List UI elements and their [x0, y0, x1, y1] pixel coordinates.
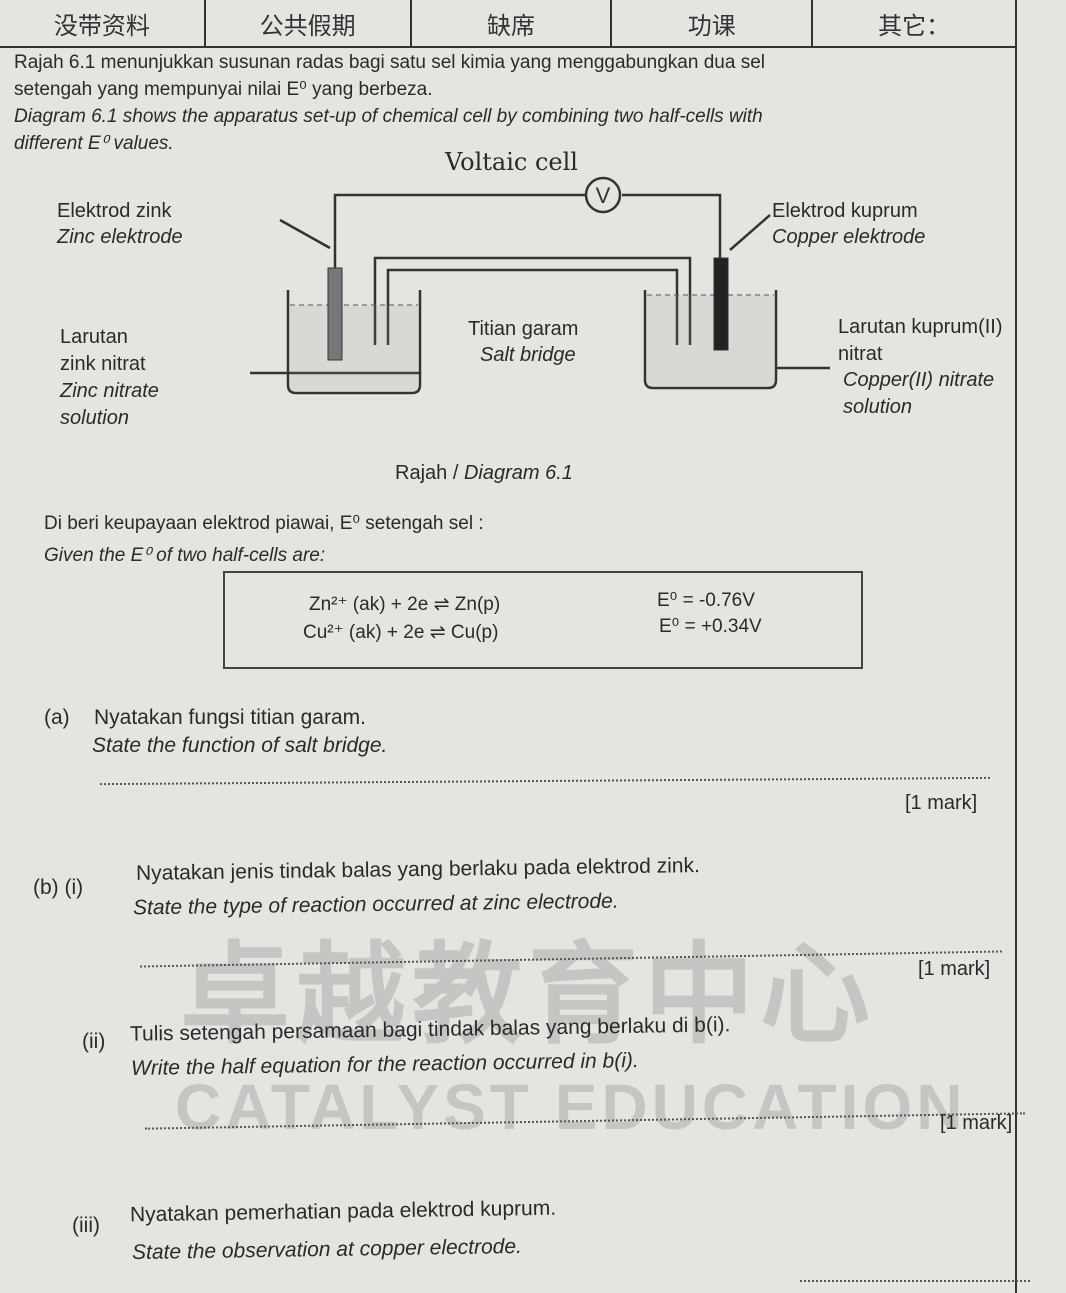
copper-solution-label-en-1: Copper(II) nitrate: [843, 369, 995, 391]
header-cell: 其它：: [878, 11, 951, 40]
beaker-right: [643, 290, 778, 390]
question-b-iii-label: (iii): [72, 1214, 100, 1237]
voltaic-cell-diagram: V: [250, 176, 830, 395]
question-a-mark: [1 mark]: [905, 792, 978, 814]
question-a-label: (a): [44, 706, 70, 729]
question-b-ii-label: (ii): [82, 1030, 106, 1053]
watermark-english: CATALYST EDUCATION: [175, 1071, 967, 1143]
salt-bridge-label-en: Salt bridge: [480, 344, 576, 366]
equation-zinc: Zn²⁺ (ak) + 2e ⇌ Zn(p): [309, 594, 501, 615]
zinc-solution-label-ms-2: zink nitrat: [60, 353, 146, 375]
potential-copper: E⁰ = +0.34V: [659, 616, 762, 637]
watermark-chinese: 卓越教育中心: [180, 934, 876, 1057]
salt-bridge-outer: [373, 256, 692, 345]
equation-copper: Cu²⁺ (ak) + 2e ⇌ Cu(p): [303, 622, 499, 643]
zinc-electrode-label-ms: Elektrod zink: [57, 200, 172, 222]
page-border: [1015, 0, 1017, 1293]
copper-electrode: [713, 257, 729, 351]
answer-line-b-iii[interactable]: [800, 1280, 1030, 1282]
header-cell: 缺席: [412, 0, 613, 46]
diagram-caption: Rajah / Diagram 6.1: [395, 460, 573, 487]
question-b-ii-mark: [1 mark]: [940, 1112, 1013, 1134]
caption-en: Diagram 6.1: [463, 462, 573, 484]
equations-box: Zn²⁺ (ak) + 2e ⇌ Zn(p) E⁰ = -0.76V Cu²⁺ …: [223, 571, 863, 669]
zinc-electrode-label-en: Zinc elektrode: [57, 226, 183, 248]
copper-solution-label-en-2: solution: [843, 396, 912, 418]
copper-solution-label-ms-2: nitrat: [838, 343, 883, 365]
beaker-left: [286, 290, 422, 395]
copper-electrode-label-en: Copper elektrode: [772, 226, 926, 248]
header-cell: 公共假期: [206, 0, 412, 46]
question-b-iii-malay: Nyatakan pemerhatian pada elektrod kupru…: [129, 1196, 557, 1227]
copper-electrode-label-ms: Elektrod kuprum: [772, 200, 918, 222]
copper-solution-label-ms-1: Larutan kuprum(II): [838, 316, 1003, 338]
intro-english-line2: different E⁰ values.: [14, 133, 174, 154]
question-b-i-label: (b) (i): [33, 876, 84, 899]
potential-zinc: E⁰ = -0.76V: [657, 590, 755, 611]
copper-nitrate-solution: [647, 295, 774, 386]
given-english: Given the E⁰ of two half-cells are:: [44, 545, 326, 566]
header-cell: 没带资料: [0, 0, 206, 46]
given-malay: Di beri keupayaan elektrod piawai, E⁰ se…: [44, 513, 484, 534]
question-a-malay: Nyatakan fungsi titian garam.: [94, 706, 366, 729]
zinc-solution-label-en-2: solution: [60, 407, 129, 429]
salt-bridge-inner: [386, 268, 679, 345]
header-cell: 功课: [612, 0, 814, 46]
zinc-electrode: [327, 267, 343, 361]
intro-malay-line2: setengah yang mempunyai nilai E⁰ yang be…: [14, 79, 433, 100]
answer-line-a[interactable]: [100, 776, 990, 786]
salt-bridge-label-ms: Titian garam: [468, 318, 579, 340]
header-table: 没带资料 公共假期 缺席 功课 其它：: [0, 0, 1015, 48]
caption-ms: Rajah /: [395, 462, 464, 484]
wire-left: [333, 193, 585, 270]
voltmeter-label: V: [596, 183, 611, 208]
wire-right: [622, 193, 722, 260]
zinc-solution-label-en-1: Zinc nitrate: [60, 380, 159, 402]
question-b-iii-english: State the observation at copper electrod…: [131, 1234, 523, 1265]
zinc-solution-label-ms-1: Larutan: [60, 326, 128, 348]
question-b-i-mark: [1 mark]: [918, 958, 991, 980]
question-b-i-malay: Nyatakan jenis tindak balas yang berlaku…: [135, 854, 700, 885]
question-a-english: State the function of salt bridge.: [92, 734, 388, 757]
zinc-nitrate-solution: [290, 305, 418, 391]
intro-english-line1: Diagram 6.1 shows the apparatus set-up o…: [14, 106, 763, 127]
handwritten-note: Voltaic cell: [445, 148, 578, 176]
voltmeter-icon: [584, 176, 622, 214]
intro-malay-line1: Rajah 6.1 menunjukkan susunan radas bagi…: [14, 52, 765, 73]
